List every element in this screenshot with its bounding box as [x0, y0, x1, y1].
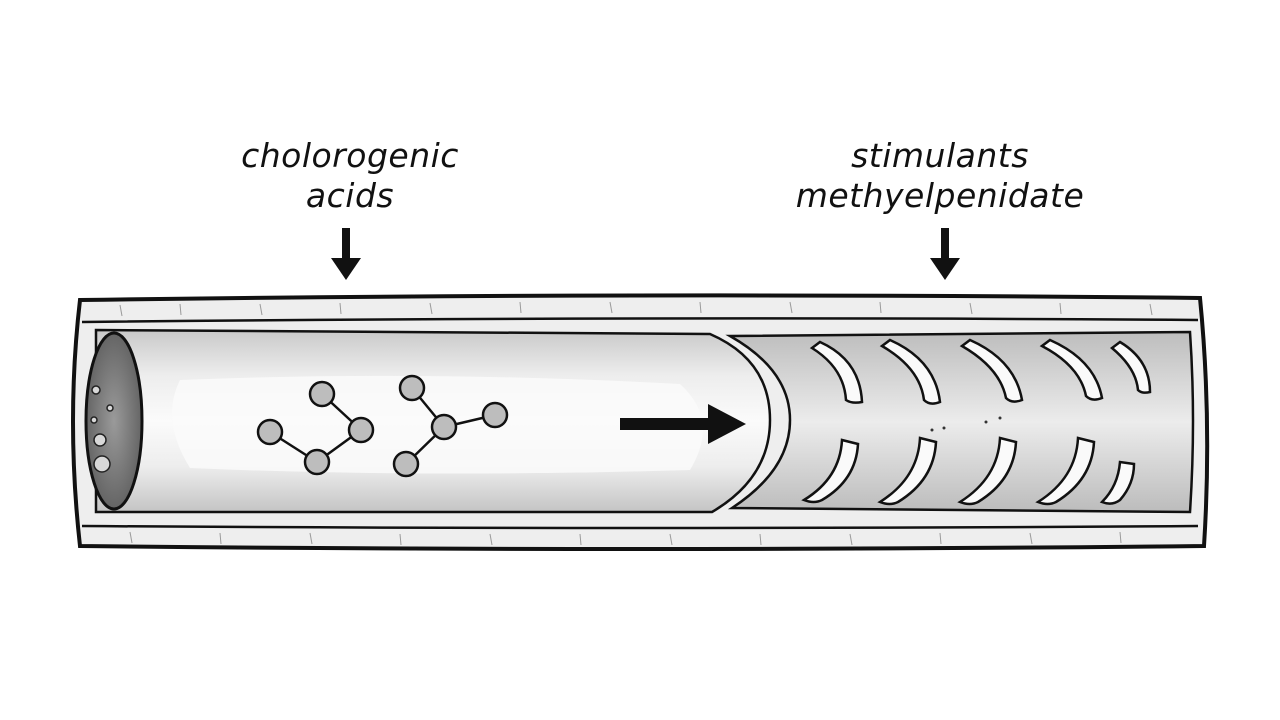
arrow-right-icon	[620, 404, 746, 444]
tube-opening	[84, 331, 144, 511]
arrow-down-icon	[930, 228, 960, 280]
arrow-down-icon	[331, 228, 361, 280]
label-right-line1: stimulants	[851, 136, 1029, 175]
label-stimulants: stimulants methyelpenidate	[770, 136, 1110, 216]
label-chlorogenic-acids: cholorogenic acids	[200, 136, 500, 216]
molecule-icon	[392, 374, 509, 478]
label-right-line2: methyelpenidate	[795, 176, 1085, 215]
tube-lumen-right-ridged	[725, 330, 1195, 514]
label-left-line1: cholorogenic	[241, 136, 459, 175]
molecule-icon	[256, 380, 375, 476]
label-left-line2: acids	[305, 176, 395, 215]
